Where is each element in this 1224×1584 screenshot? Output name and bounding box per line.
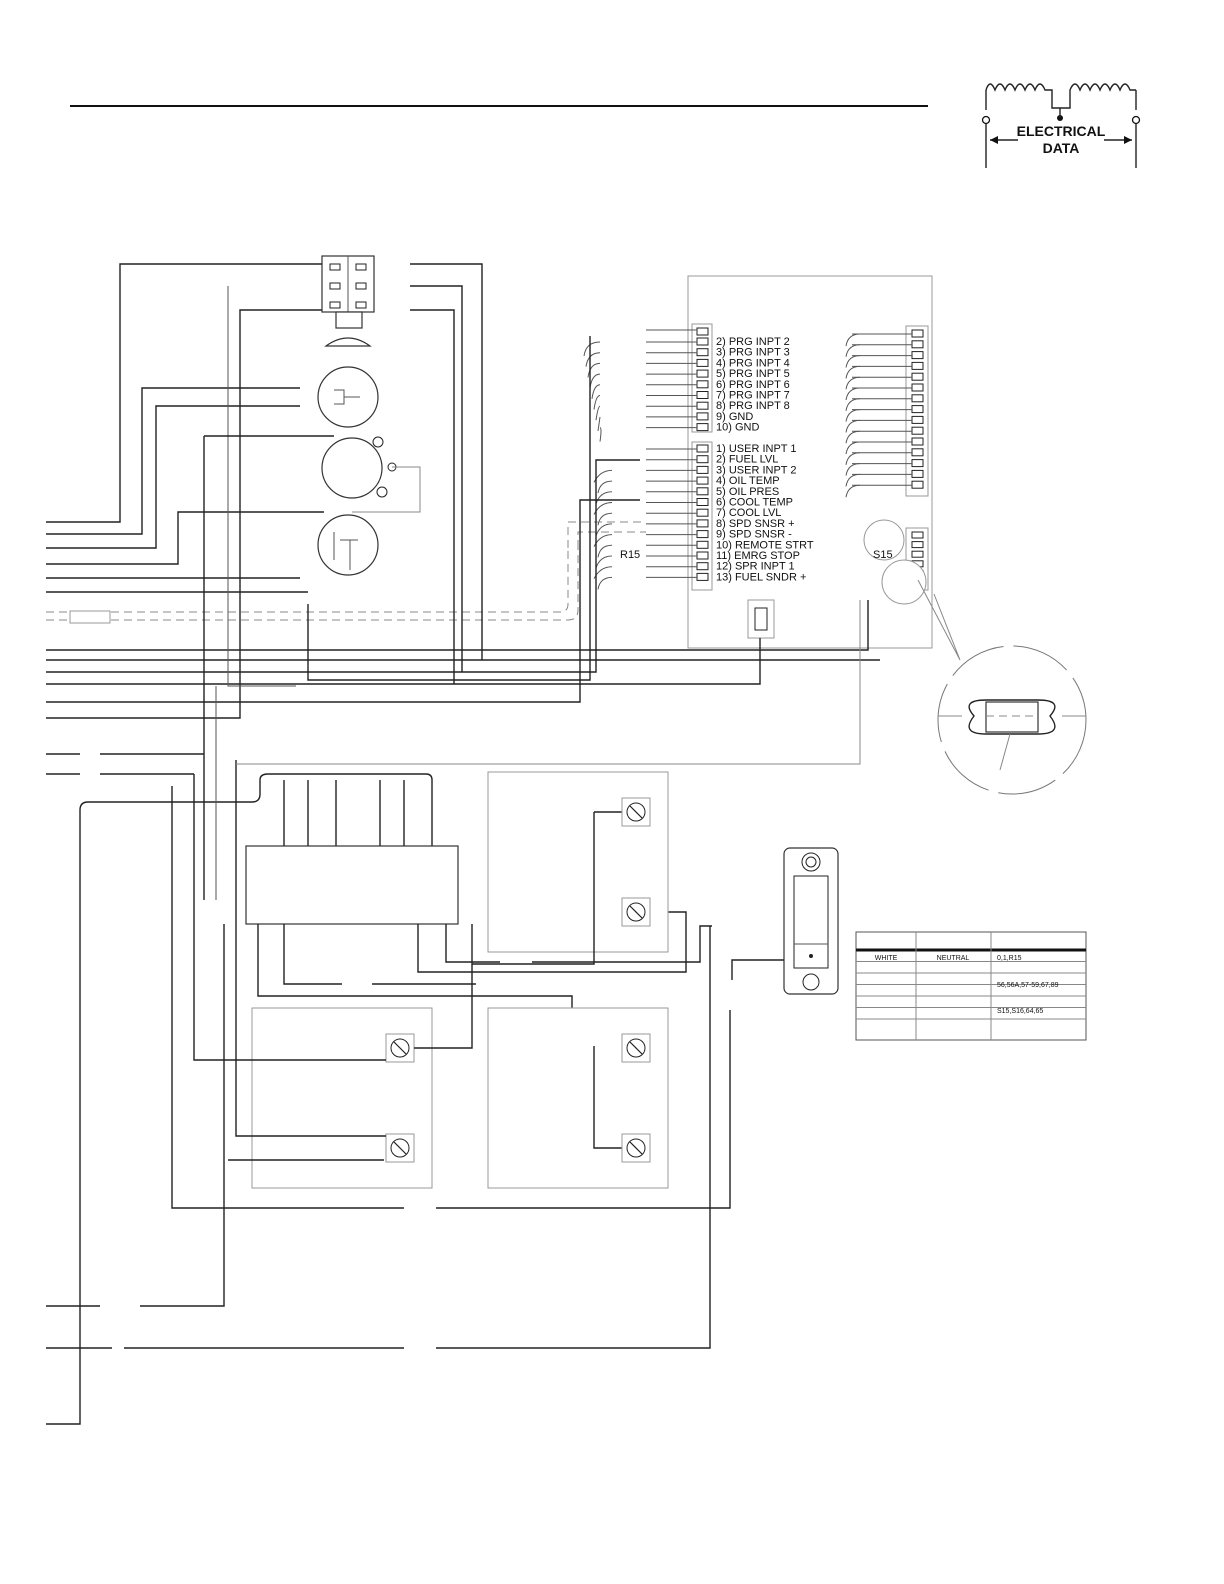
controller-wires xyxy=(567,329,912,590)
fuse-holder xyxy=(731,847,839,995)
user-input-label: 2) FUEL LVL xyxy=(716,454,778,466)
right-pin xyxy=(911,531,924,539)
user-input-label: 9) SPD SNSR - xyxy=(716,529,792,541)
right-pin xyxy=(911,448,924,457)
user-pin xyxy=(696,540,709,549)
user-input-label: 3) USER INPT 2 xyxy=(716,464,797,476)
prog-pin xyxy=(696,369,709,378)
user-input-label: 13) FUEL SNDR + xyxy=(716,571,806,583)
user-pin xyxy=(696,530,709,539)
user-input-label: 1) USER INPT 1 xyxy=(716,443,797,455)
badge-line1: ELECTRICAL xyxy=(1017,123,1106,139)
user-input-label: 6) COOL TEMP xyxy=(716,497,793,509)
prog-input-label: 3) PRG INPT 3 xyxy=(716,347,790,359)
screw-terminal-icon xyxy=(385,1033,415,1063)
s15-label: S15 xyxy=(873,549,893,561)
right-pin xyxy=(911,541,924,549)
prog-pin xyxy=(696,401,709,410)
user-pin xyxy=(696,476,709,485)
prog-input-label: 6) PRG INPT 6 xyxy=(716,379,790,391)
table-cell-wires: S15,S16,64,65 xyxy=(997,1008,1043,1015)
user-pin xyxy=(696,444,709,453)
right-pin xyxy=(911,459,924,468)
prog-pin xyxy=(696,412,709,421)
user-pin xyxy=(696,562,709,571)
wire-color-table: WHITE NEUTRAL 0,1,R15 56,56A,57-59,67,89… xyxy=(855,931,1087,1041)
right-pin xyxy=(911,415,924,424)
right-pin xyxy=(911,394,924,403)
prog-pin xyxy=(696,337,709,346)
sensor-round-3 xyxy=(317,514,379,576)
user-input-pins xyxy=(691,441,713,591)
prog-input-label: 4) PRG INPT 4 xyxy=(716,357,790,369)
prog-pin xyxy=(696,348,709,357)
right-pin xyxy=(911,329,924,338)
screw-terminal-icon xyxy=(621,797,651,827)
user-input-label: 11) EMRG STOP xyxy=(716,550,800,562)
right-pin-strip xyxy=(905,325,929,497)
user-pin xyxy=(696,487,709,496)
user-pin xyxy=(696,519,709,528)
sensor-round-2 xyxy=(321,436,421,513)
screw-terminal-icon xyxy=(621,1033,651,1063)
right-pin xyxy=(911,437,924,446)
coil-left-icon xyxy=(985,83,1060,109)
r15-label: R15 xyxy=(620,549,640,561)
left-harness xyxy=(46,263,880,1425)
right-pin xyxy=(911,480,924,489)
table-cell-color: WHITE xyxy=(875,955,898,962)
coil-right-icon xyxy=(1060,83,1136,109)
screw-terminals xyxy=(385,797,651,1163)
user-input-label: 7) COOL LVL xyxy=(716,507,781,519)
prog-input-label: 8) PRG INPT 8 xyxy=(716,400,790,412)
user-pin xyxy=(696,455,709,464)
user-input-label: 12) SPR INPT 1 xyxy=(716,561,795,573)
user-pin xyxy=(696,508,709,517)
electrical-data-badge: ELECTRICAL DATA xyxy=(981,83,1141,168)
table-cell-wires: 0,1,R15 xyxy=(997,955,1022,962)
right-pin xyxy=(911,372,924,381)
table-cell-wires: 56,56A,57-59,67,89 xyxy=(997,982,1059,989)
terminal-block xyxy=(245,773,712,1047)
right-pin xyxy=(911,550,924,558)
right-pin xyxy=(911,340,924,349)
right-pin xyxy=(911,405,924,414)
detail-magnifier xyxy=(917,579,1087,795)
user-input-label: 10) REMOTE STRT xyxy=(716,539,814,551)
controller-board xyxy=(687,275,933,649)
prog-pin xyxy=(696,423,709,432)
prog-pin xyxy=(696,380,709,389)
prog-input-labels: 2) PRG INPT 23) PRG INPT 34) PRG INPT 45… xyxy=(716,336,790,434)
prog-input-label: 2) PRG INPT 2 xyxy=(716,336,790,348)
prog-pin xyxy=(696,358,709,367)
prog-input-label: 5) PRG INPT 5 xyxy=(716,368,790,380)
user-pin xyxy=(696,572,709,581)
prog-input-label: 10) GND xyxy=(716,422,759,434)
user-input-label: 5) OIL PRES xyxy=(716,486,779,498)
prog-input-label: 7) PRG INPT 7 xyxy=(716,390,790,402)
screw-terminal-icon xyxy=(385,1133,415,1163)
user-input-label: 4) OIL TEMP xyxy=(716,475,780,487)
badge-line2: DATA xyxy=(1043,140,1080,156)
right-pin xyxy=(911,351,924,360)
user-pin xyxy=(696,498,709,506)
prog-input-label: 9) GND xyxy=(716,411,753,423)
right-pin xyxy=(911,469,924,478)
screw-terminal-icon xyxy=(621,897,651,927)
right-pin xyxy=(911,426,924,435)
user-pin xyxy=(696,551,709,560)
user-pin xyxy=(696,465,709,474)
user-input-label: 8) SPD SNSR + xyxy=(716,518,795,530)
prog-pin xyxy=(696,391,709,399)
screw-terminal-icon xyxy=(621,1133,651,1163)
right-pin xyxy=(911,361,924,370)
table-cell-function: NEUTRAL xyxy=(937,955,970,962)
sensor-round-1 xyxy=(317,366,379,428)
plug-connector xyxy=(321,255,375,347)
prog-input-pins xyxy=(691,323,713,433)
right-pin xyxy=(911,383,924,392)
